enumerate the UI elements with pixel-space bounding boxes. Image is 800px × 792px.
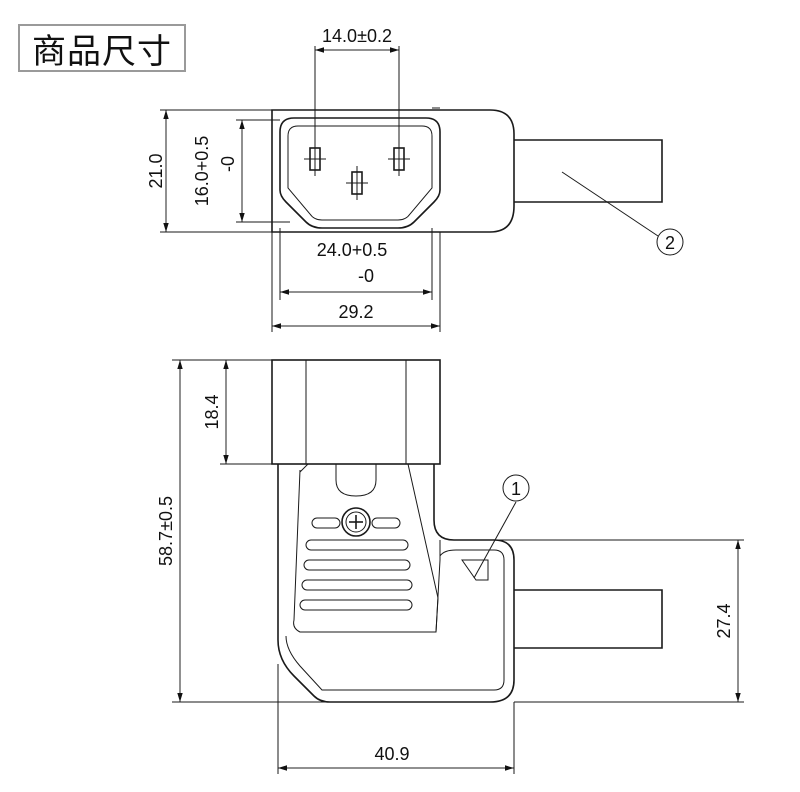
callout-1-label: 1	[511, 479, 521, 499]
screw-icon	[341, 507, 371, 537]
dim-cable-height: 27.4	[714, 603, 734, 638]
side-view-body	[277, 464, 515, 703]
dim-top-height: 18.4	[202, 394, 222, 429]
dim-width-inner-a: 24.0+0.5	[317, 240, 388, 260]
pin-earth	[346, 166, 368, 200]
dim-height-inner-b: -0	[218, 156, 238, 172]
dim-total-width: 40.9	[374, 744, 409, 764]
dim-total-height: 58.7±0.5	[156, 496, 176, 566]
callout-1-circle	[502, 474, 530, 502]
top-view: 2 14.0±0.2 21.0 16.0+0.5 -0 24.0+0.5 -0 …	[146, 26, 684, 332]
side-view-top-block	[271, 359, 441, 465]
top-view-housing	[271, 109, 515, 233]
dim-width-outer: 29.2	[338, 302, 373, 322]
grip-ribs	[299, 517, 413, 611]
page-title: 商品尺寸	[18, 24, 186, 72]
callout-2-label: 2	[665, 233, 675, 253]
dim-height-inner-a: 16.0+0.5	[192, 136, 212, 207]
dim-width-inner-b: -0	[358, 266, 374, 286]
dim-height-outer: 21.0	[146, 153, 166, 188]
dim-pin-spacing: 14.0±0.2	[322, 26, 392, 46]
side-view-cable	[514, 589, 663, 649]
side-view: 1 18.4 58.7±0.5 27.4 40.9	[156, 359, 744, 774]
top-view-socket-face	[279, 117, 441, 229]
top-view-cable	[514, 139, 663, 203]
callout-2-circle	[656, 228, 684, 256]
